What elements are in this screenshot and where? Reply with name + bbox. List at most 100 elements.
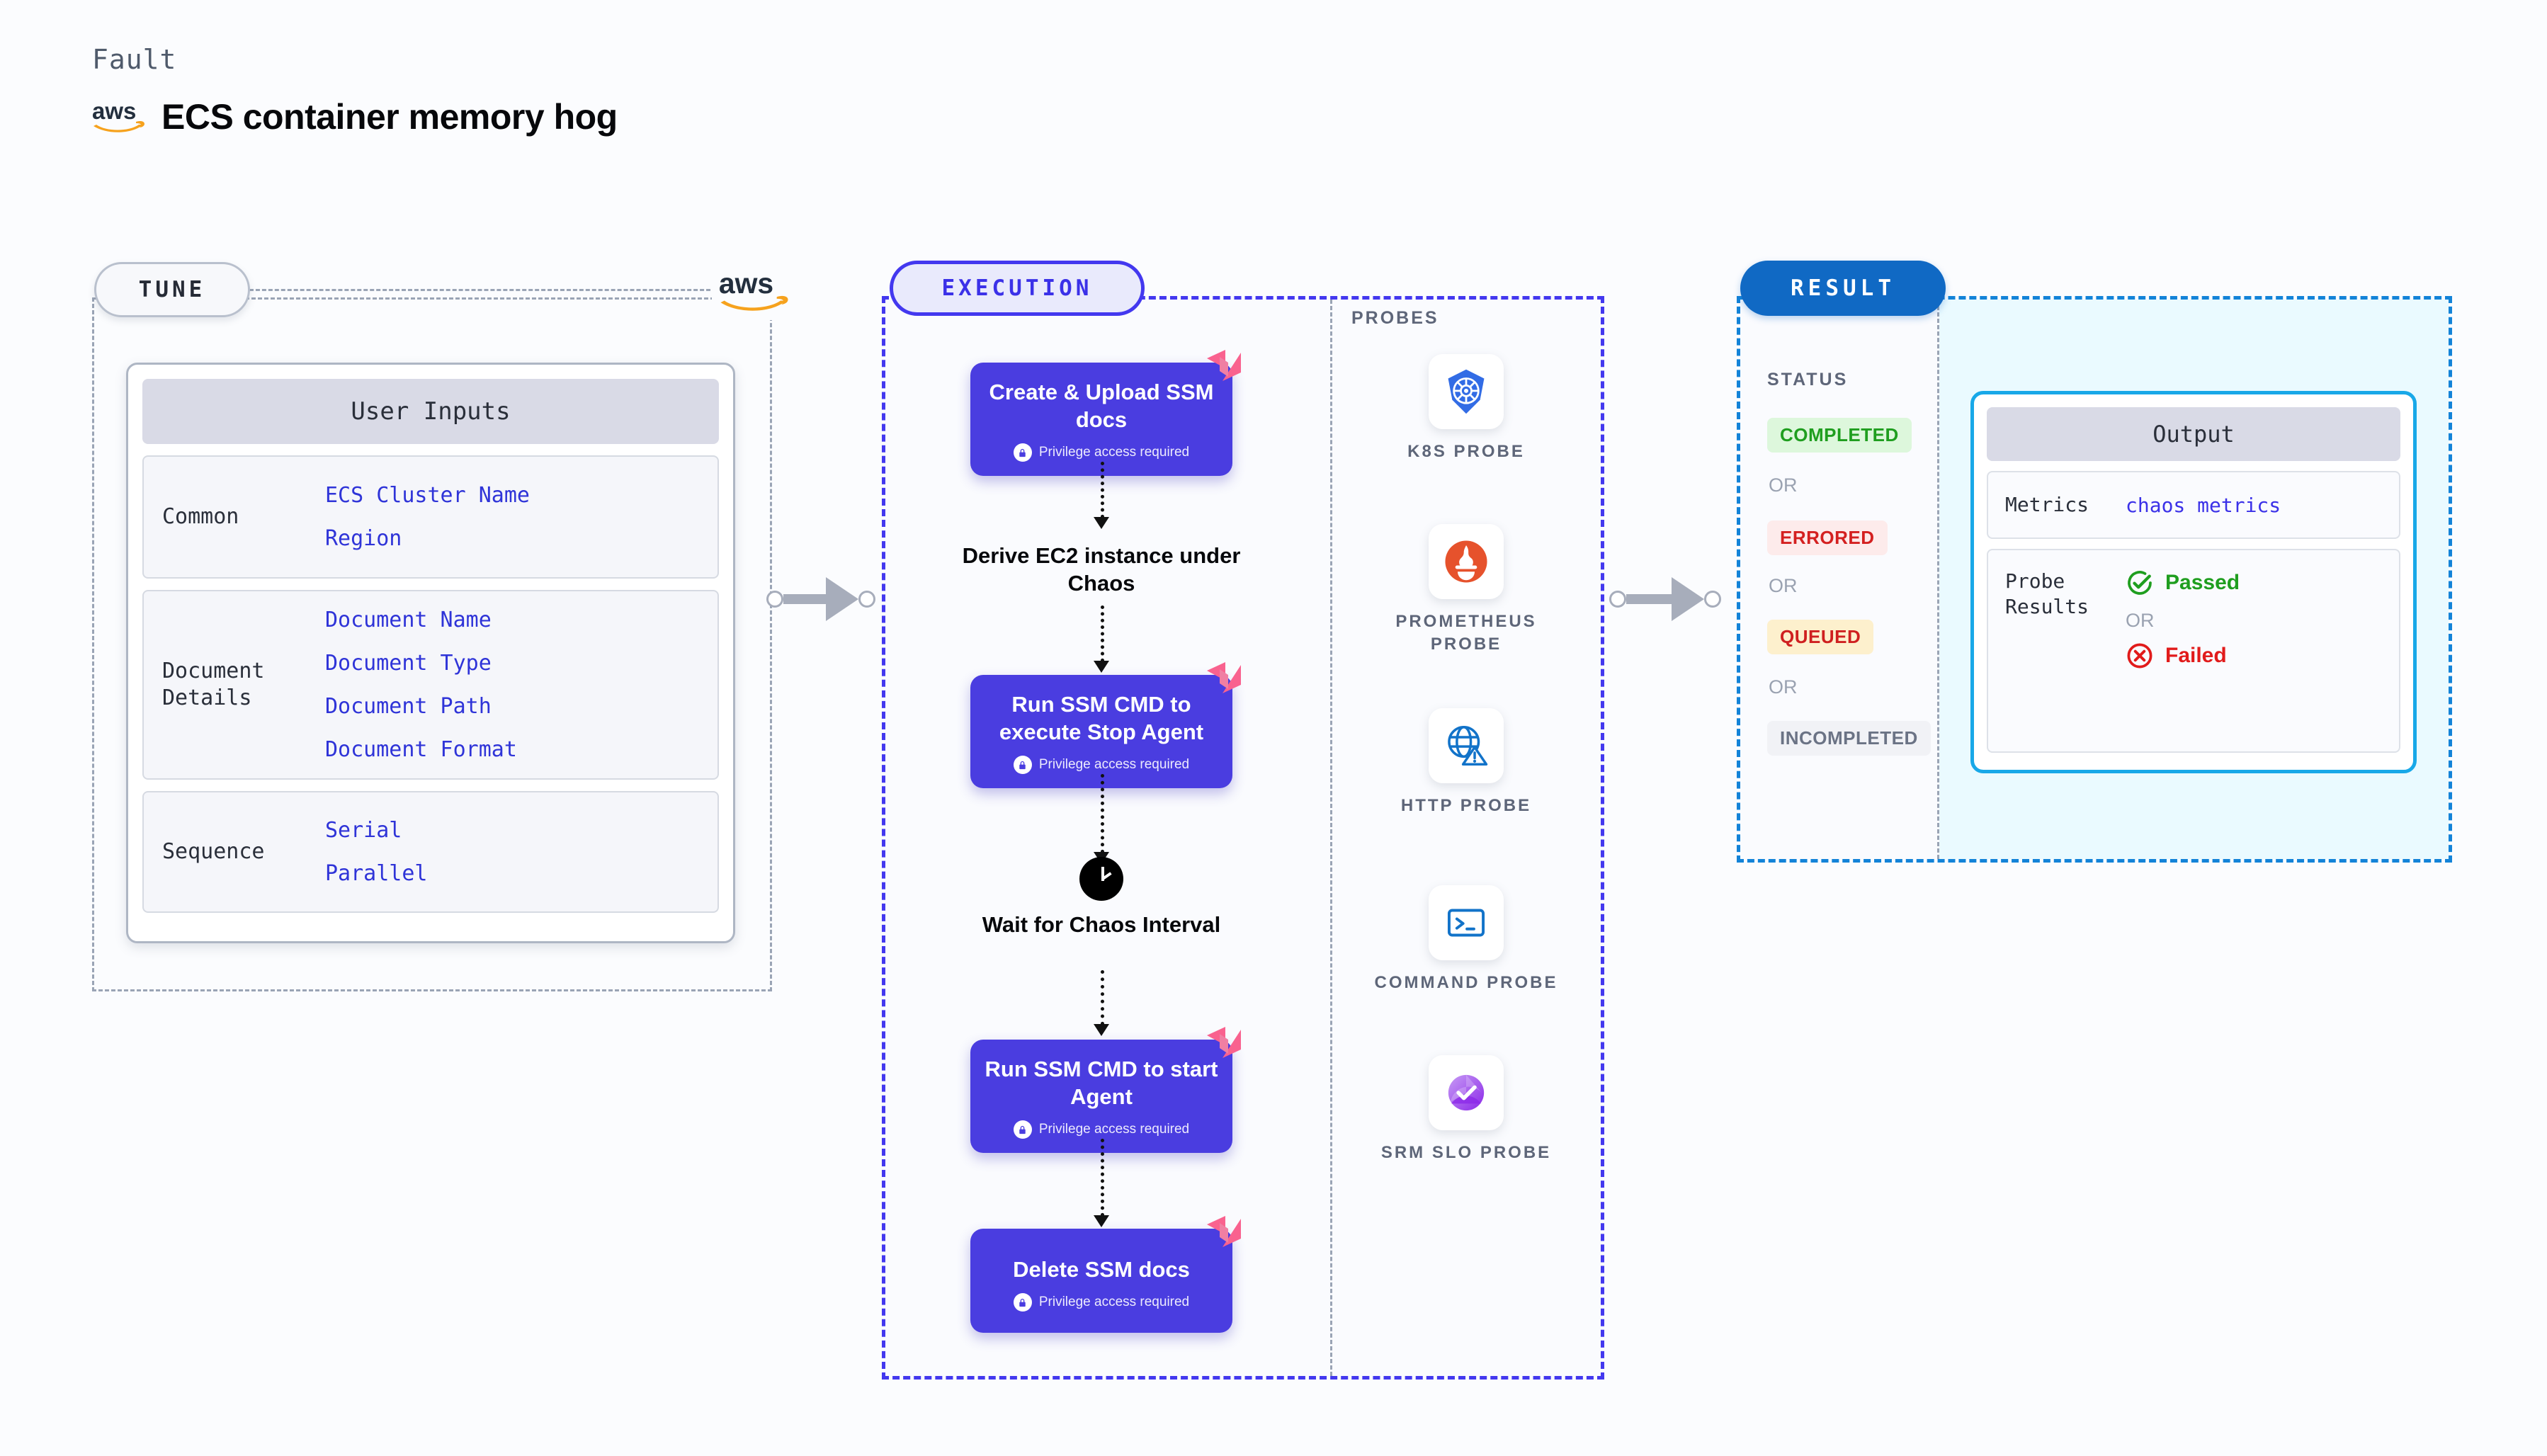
user-inputs-card: User Inputs Common ECS Cluster Name Regi… [126, 363, 735, 943]
node-title: Create & Upload SSM docs [989, 380, 1214, 433]
connector-dot [1704, 591, 1721, 608]
connector-bar [783, 594, 827, 604]
connector-bar [1626, 594, 1673, 604]
input-option[interactable]: Parallel [325, 861, 428, 886]
status-label: STATUS [1767, 370, 1849, 389]
node-title: Wait for Chaos Interval [982, 912, 1221, 937]
aws-logo-icon: aws [92, 99, 146, 135]
probe-result-failed: Failed [2126, 642, 2240, 670]
privilege-text: Privilege access required [1038, 1122, 1190, 1137]
execution-stage-pill[interactable]: EXECUTION [890, 261, 1145, 316]
connector-tune-to-execution [766, 577, 890, 621]
input-option[interactable]: Region [325, 526, 402, 551]
privilege-text: Privilege access required [1038, 757, 1190, 773]
aws-logo-icon-tune: aws [712, 261, 797, 320]
status-badge-completed: COMPLETED [1767, 418, 1912, 453]
flow-arrowhead [1094, 661, 1109, 673]
connector-arrowhead [1672, 577, 1704, 621]
page-title: ECS container memory hog [161, 97, 618, 137]
metrics-value[interactable]: chaos metrics [2126, 493, 2281, 517]
execution-node-start-agent[interactable]: Run SSM CMD to start Agent Privilege acc… [970, 1027, 1241, 1154]
input-option[interactable]: Document Format [325, 737, 517, 762]
svg-text:aws: aws [719, 267, 773, 300]
node-title: Run SSM CMD to execute Stop Agent [999, 692, 1204, 745]
http-globe-icon [1429, 708, 1504, 783]
execution-stage-boundary [882, 296, 1604, 1380]
result-stage-pill[interactable]: RESULT [1740, 261, 1946, 316]
node-privilege-note: Privilege access required [982, 1293, 1221, 1312]
x-circle-icon [2127, 643, 2152, 669]
harness-ribbon-icon [1207, 1027, 1241, 1058]
status-badge-errored: ERRORED [1767, 521, 1888, 555]
output-title: Output [1987, 407, 2400, 461]
node-privilege-note: Privilege access required [982, 1120, 1221, 1139]
probe-item-k8s[interactable]: K8S PROBE [1374, 354, 1558, 463]
probe-item-prometheus[interactable]: PROMETHEUS PROBE [1374, 524, 1558, 656]
lock-icon [1013, 1120, 1032, 1139]
probe-label: COMMAND PROBE [1374, 973, 1558, 992]
page-header: Fault aws ECS container memory hog [92, 44, 618, 137]
flow-dotline [1101, 1139, 1104, 1217]
status-or: OR [1769, 676, 1798, 698]
node-privilege-note: Privilege access required [982, 756, 1221, 775]
probe-label: PROMETHEUS PROBE [1395, 612, 1537, 654]
tune-section-common: Common ECS Cluster Name Region [142, 455, 719, 579]
flow-dotline [1101, 605, 1104, 662]
lock-icon [1013, 443, 1032, 462]
harness-ribbon-icon [1207, 662, 1241, 693]
probe-results-label: Probe Results [2005, 569, 2089, 619]
connector-dot [1609, 591, 1626, 608]
title-row: aws ECS container memory hog [92, 96, 618, 137]
input-option[interactable]: Document Name [325, 608, 492, 632]
flow-dotline [1101, 774, 1104, 853]
svg-text:aws: aws [92, 99, 136, 124]
status-or: OR [1769, 474, 1798, 496]
section-label: Sequence [162, 838, 265, 864]
harness-ribbon-icon [1207, 1216, 1241, 1247]
probe-label: SRM SLO PROBE [1380, 1143, 1552, 1162]
tune-section-sequence: Sequence Serial Parallel [142, 791, 719, 913]
execution-node-wait-interval: Wait for Chaos Interval [953, 857, 1250, 938]
execution-node-delete-docs[interactable]: Delete SSM docs Privilege access require… [970, 1216, 1241, 1333]
flow-arrowhead [1094, 1215, 1109, 1227]
metrics-label: Metrics [2005, 492, 2089, 516]
probe-item-http[interactable]: HTTP PROBE [1374, 708, 1558, 817]
lock-icon [1013, 1293, 1032, 1312]
check-circle-icon [2128, 571, 2152, 595]
probe-label: HTTP PROBE [1400, 796, 1532, 815]
probe-label: K8S PROBE [1407, 442, 1525, 461]
fault-eyebrow: Fault [92, 44, 177, 75]
probes-divider [1330, 300, 1332, 1376]
tune-top-dash [249, 289, 717, 291]
passed-text: Passed [2165, 571, 2240, 594]
prometheus-icon [1429, 524, 1504, 599]
flow-dotline [1101, 462, 1104, 518]
execution-node-derive-ec2: Derive EC2 instance under Chaos [962, 543, 1241, 596]
connector-execution-to-result [1609, 577, 1737, 621]
probe-item-srm-slo[interactable]: SRM SLO PROBE [1374, 1055, 1558, 1164]
flow-dotline [1101, 970, 1104, 1025]
result-stage-boundary [1737, 296, 2452, 863]
status-badge-incompleted: INCOMPLETED [1767, 721, 1931, 756]
input-option[interactable]: Document Path [325, 694, 492, 719]
execution-node-create-upload[interactable]: Create & Upload SSM docs Privilege acces… [970, 350, 1241, 477]
connector-arrowhead [826, 577, 858, 621]
privilege-text: Privilege access required [1038, 1295, 1190, 1310]
probe-result-or: OR [2126, 610, 2155, 631]
node-title: Run SSM CMD to start Agent [985, 1057, 1218, 1110]
probe-item-command[interactable]: COMMAND PROBE [1374, 885, 1558, 994]
execution-node-stop-agent[interactable]: Run SSM CMD to execute Stop Agent Privil… [970, 662, 1241, 789]
tune-stage-boundary [92, 297, 772, 991]
tune-section-document-details: Document Details Document Name Document … [142, 590, 719, 780]
terminal-icon [1429, 885, 1504, 960]
lock-icon [1013, 756, 1032, 775]
connector-dot [766, 591, 783, 608]
status-badge-queued: QUEUED [1767, 620, 1874, 654]
flow-arrowhead [1094, 517, 1109, 529]
result-divider [1937, 300, 1939, 859]
result-status-fill [1740, 300, 1937, 859]
input-option[interactable]: ECS Cluster Name [325, 483, 530, 508]
tune-stage-pill[interactable]: TUNE [94, 262, 250, 317]
input-option[interactable]: Document Type [325, 651, 492, 676]
input-option[interactable]: Serial [325, 818, 402, 843]
